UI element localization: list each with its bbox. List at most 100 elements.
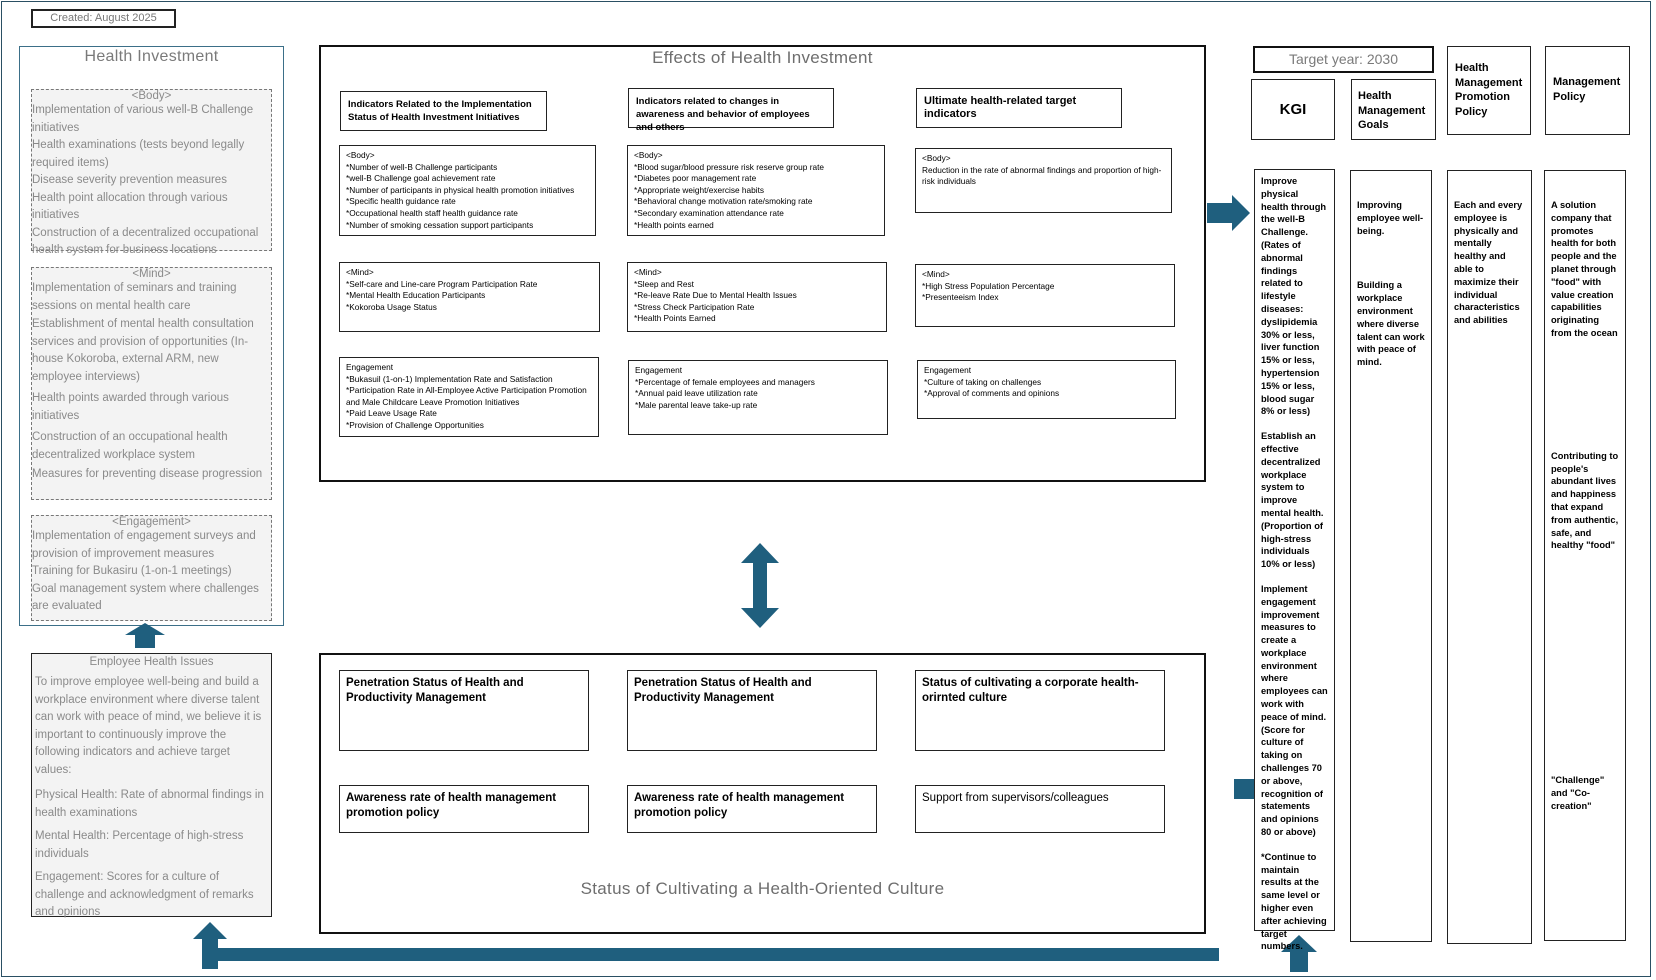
effects-title: Effects of Health Investment	[652, 48, 873, 67]
col1-mind-box: <Mind> *Self-care and Line-care Program …	[339, 262, 600, 332]
indicator-line: *Mental Health Education Participants	[346, 290, 486, 301]
indicator-line: *Participation Rate in All-Employee Acti…	[346, 385, 587, 407]
hi-engagement-item: Training for Bukasiru (1-on-1 meetings)	[32, 565, 232, 577]
indicator-line: *Presenteeism Index	[922, 292, 999, 303]
hi-mind-item: Health points awarded through various in…	[32, 392, 229, 422]
ehi-paragraph: Physical Health: Rate of abnormal findin…	[35, 789, 264, 819]
indicator-line: *Number of well-B Challenge participants	[346, 161, 498, 172]
indicator-line: *Sleep and Rest	[634, 278, 694, 289]
indicator-line: *Provision of Challenge Opportunities	[346, 419, 484, 430]
goal-item: Improving employee well-being.	[1357, 200, 1424, 236]
indicator-line: <Mind>	[634, 267, 662, 277]
indicator-line: *Stress Check Participation Rate	[634, 301, 755, 312]
indicator-line: *Approval of comments and opinions	[924, 388, 1060, 399]
indicator-line: *Number of smoking cessation support par…	[346, 219, 534, 230]
indicator-line: <Mind>	[346, 267, 374, 277]
created-date-label: Created: August 2025	[31, 9, 176, 28]
management-policy-item: "Challenge" and "Co-creation"	[1551, 775, 1605, 811]
col2-engagement-box: Engagement *Percentage of female employe…	[628, 360, 888, 435]
hi-mind-item: Construction of an occupational health d…	[32, 431, 228, 461]
hi-engagement-item: Goal management system where challenges …	[32, 582, 259, 613]
feedback-arrow-icon	[193, 922, 1219, 969]
up-arrow-icon	[125, 623, 165, 648]
hi-body-item: Construction of a decentralized occupati…	[32, 226, 259, 257]
culture-box: Status of cultivating a corporate health…	[915, 670, 1165, 751]
effects-header-awareness: Indicators related to changes in awarene…	[628, 88, 834, 133]
indicator-line: *Blood sugar/blood pressure risk reserve…	[634, 161, 825, 172]
culture-title: Status of Cultivating a Health-Oriented …	[580, 879, 945, 898]
indicator-line: <Body>	[346, 150, 375, 160]
indicator-line: Engagement	[635, 365, 683, 375]
hi-mind-item: Establishment of mental health consultat…	[32, 318, 254, 383]
ehi-paragraph: To improve employee well-being and build…	[35, 676, 262, 776]
kgi-item: Implement engagement improvement measure…	[1261, 583, 1328, 838]
management-policy-column: A solution company that promotes health …	[1544, 170, 1626, 941]
hi-body-item: Health point allocation through various …	[32, 191, 228, 222]
health-investment-title: Health Investment	[84, 48, 219, 65]
effects-header-implementation: Indicators Related to the Implementation…	[340, 91, 547, 131]
indicator-line: *Male parental leave take-up rate	[635, 399, 758, 410]
col3-body-box: <Body> Reduction in the rate of abnormal…	[915, 148, 1172, 213]
ehi-paragraph: Engagement: Scores for a culture of chal…	[35, 871, 254, 918]
indicator-line: *Health Points Earned	[634, 313, 716, 324]
ehi-title: Employee Health Issues	[89, 656, 214, 668]
goals-header: Health Management Goals	[1351, 79, 1436, 140]
promotion-policy-column: Each and every employee is physically an…	[1447, 170, 1532, 944]
employee-health-issues-panel: Employee Health Issues To improve employ…	[31, 653, 272, 918]
kgi-item: Improve physical health through the well…	[1261, 176, 1327, 417]
col3-mind-box: <Mind> *High Stress Population Percentag…	[915, 264, 1175, 327]
hi-engagement-item: Implementation of engagement surveys and…	[32, 530, 256, 560]
indicator-line: <Body>	[634, 150, 663, 160]
promotion-policy-header: Health Management Promotion Policy	[1447, 46, 1531, 135]
indicator-line: *Behavioral change motivation rate/smoki…	[634, 196, 813, 207]
indicator-line: Engagement	[346, 362, 394, 372]
hi-mind-item: Measures for preventing disease progress…	[32, 468, 263, 480]
hi-mind-heading: <Mind>	[132, 268, 171, 280]
goal-item: Building a workplace environment where d…	[1357, 280, 1425, 368]
indicator-line: <Body>	[922, 153, 951, 163]
indicator-line: *Occupational health staff health guidan…	[346, 207, 518, 218]
indicator-line: Reduction in the rate of abnormal findin…	[922, 164, 1162, 187]
culture-box: Support from supervisors/colleagues	[915, 785, 1165, 833]
target-year-label: Target year: 2030	[1253, 46, 1434, 73]
indicator-line: *Culture of taking on challenges	[924, 376, 1042, 387]
indicator-line: <Mind>	[922, 269, 950, 279]
col1-engagement-box: Engagement *Bukasuil (1-on-1) Implementa…	[339, 357, 599, 437]
indicator-line: *Self-care and Line-care Program Partici…	[346, 278, 538, 289]
kgi-header: KGI	[1251, 79, 1335, 140]
hi-mind-item: Implementation of seminars and training …	[32, 282, 237, 312]
col2-body-box: <Body> *Blood sugar/blood pressure risk …	[627, 145, 885, 236]
indicator-line: *Bukasuil (1-on-1) Implementation Rate a…	[346, 373, 553, 384]
management-policy-item: A solution company that promotes health …	[1551, 200, 1618, 338]
culture-box: Penetration Status of Health and Product…	[339, 670, 589, 751]
goals-column: Improving employee well-being. Building …	[1350, 170, 1432, 942]
right-arrow-icon	[1207, 195, 1250, 231]
indicator-line: *Re-leave Rate Due to Mental Health Issu…	[634, 290, 797, 301]
hi-engagement-heading: <Engagement>	[112, 516, 191, 528]
indicator-line: *Annual paid leave utilization rate	[635, 388, 758, 399]
indicator-line: *High Stress Population Percentage	[922, 280, 1055, 291]
kgi-item: Establish an effective decentralized wor…	[1261, 431, 1324, 570]
culture-box: Penetration Status of Health and Product…	[627, 670, 877, 751]
management-policy-item: Contributing to people's abundant lives …	[1551, 450, 1619, 551]
indicator-line: *Health points earned	[634, 219, 714, 230]
indicator-line: Engagement	[924, 365, 972, 375]
culture-box: Awareness rate of health management prom…	[339, 785, 589, 833]
double-arrow-icon	[741, 543, 779, 628]
kgi-item: *Continue to maintain results at the sam…	[1261, 851, 1327, 952]
indicator-line: *Appropriate weight/exercise habits	[634, 184, 765, 195]
ehi-paragraph: Mental Health: Percentage of high-stress…	[35, 830, 244, 860]
hi-body-item: Disease severity prevention measures	[32, 174, 227, 186]
hi-body-section: <Body> Implementation of various well-B …	[31, 89, 272, 256]
col2-mind-box: <Mind> *Sleep and Rest *Re-leave Rate Du…	[627, 262, 887, 332]
hi-body-item: Health examinations (tests beyond legall…	[32, 139, 245, 169]
indicator-line: *Secondary examination attendance rate	[634, 207, 784, 218]
indicator-line: *well-B Challenge goal achievement rate	[346, 173, 496, 184]
hi-body-item: Implementation of various well-B Challen…	[32, 104, 254, 134]
kgi-column: Improve physical health through the well…	[1254, 169, 1335, 951]
culture-box: Awareness rate of health management prom…	[627, 785, 877, 833]
hi-mind-section: <Mind> Implementation of seminars and tr…	[31, 267, 272, 500]
indicator-line: *Paid Leave Usage Rate	[346, 408, 437, 419]
indicator-line: *Specific health guidance rate	[346, 196, 456, 207]
